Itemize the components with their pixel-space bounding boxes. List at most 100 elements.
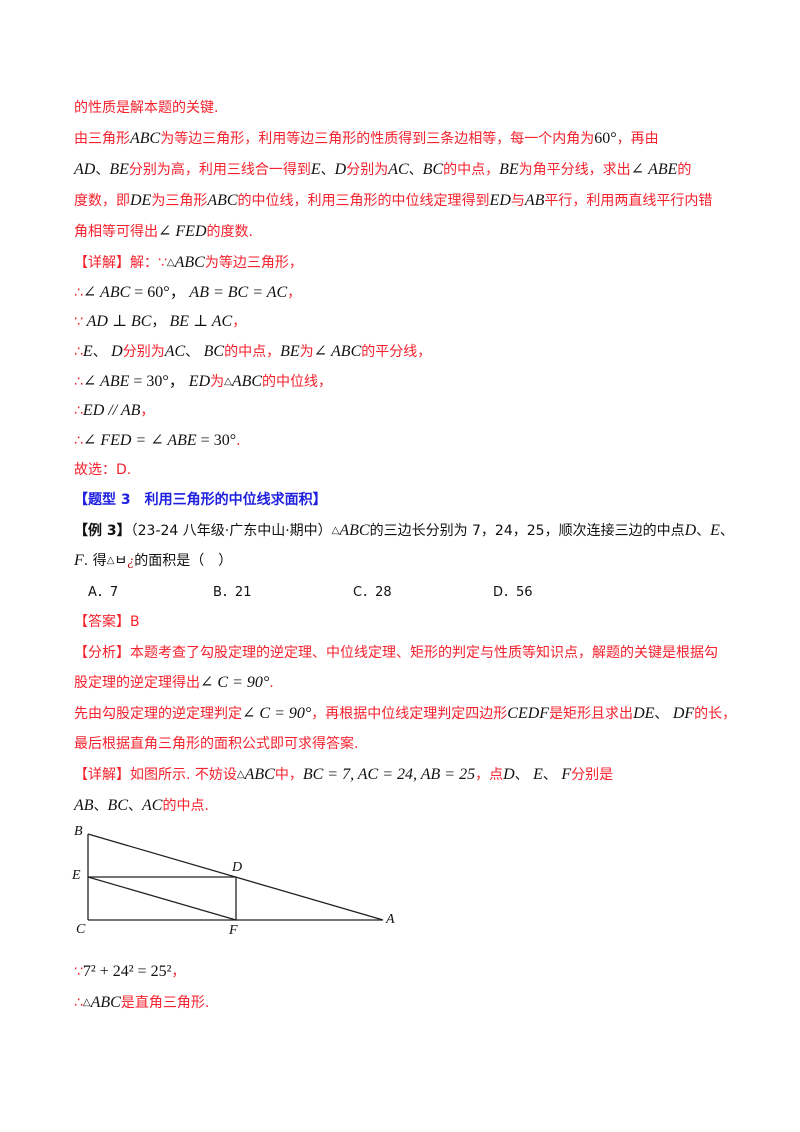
option-b[interactable]: B．21 — [213, 585, 252, 600]
text-line: 【例 3】（23-24 八年级·广东中山·期中）△ABC的三边长分别为 7，24… — [74, 521, 734, 541]
math-expression: ∠ ABE — [82, 373, 130, 390]
text-line: AD、BE分别为高，利用三线合一得到E、D分别为AC、BC的中点，BE为角平分线… — [74, 160, 691, 180]
text-segment: 、 — [514, 767, 534, 783]
math-expression: AB = BC = AC — [185, 284, 288, 301]
text-segment: 分别为 — [346, 162, 389, 178]
text-segment: ， — [232, 314, 247, 330]
text-segment: 中， — [274, 767, 303, 783]
text-segment: 、 — [654, 706, 673, 722]
text-segment: 【分析】本题考查了勾股定理的逆定理、中位线定理、矩形的判定与性质等知识点，解题的… — [74, 645, 718, 661]
text-segment: ∵ — [74, 964, 83, 980]
text-segment: 、 — [93, 798, 108, 814]
text-segment: 【例 3】 — [74, 523, 131, 539]
math-expression: AB — [524, 192, 545, 209]
text-segment: 与 — [510, 193, 525, 209]
text-line: 度数，即DE为三角形ABC的中位线，利用三角形的中位线定理得到ED与AB平行，利… — [74, 191, 712, 211]
option-a[interactable]: A．7 — [88, 585, 119, 600]
text-segment: ∴ — [74, 374, 83, 390]
text-segment: 是矩形且求出 — [549, 706, 634, 722]
math-expression: ED — [489, 192, 511, 209]
text-segment: 先由勾股定理的逆定理判定 — [74, 706, 242, 722]
math-expression: AC — [388, 161, 409, 178]
text-segment: 的中位线，利用三角形的中位线定理得到 — [237, 193, 490, 209]
text-segment: 、 — [128, 798, 142, 814]
text-segment: 的 — [677, 162, 692, 178]
option-d[interactable]: D．56 — [493, 585, 533, 600]
text-segment: 、 — [408, 162, 423, 178]
math-expression: E — [710, 522, 720, 539]
text-line: 故选：D. — [74, 460, 131, 480]
text-segment: ∴ — [74, 995, 83, 1011]
text-segment: ，点 — [475, 767, 504, 783]
text-segment: 的平分线， — [361, 344, 432, 360]
text-segment: ， — [171, 964, 186, 980]
text-segment: ∴ — [74, 344, 83, 360]
text-line: ∵7² + 24² = 25²， — [74, 962, 185, 982]
text-segment: 、 — [185, 344, 204, 360]
math-expression: E — [310, 161, 321, 178]
math-expression: BC — [422, 161, 444, 178]
text-segment: 的三边长分别为 7，24，25，顺次连接三边的中点 — [369, 523, 685, 539]
math-expression: BE — [499, 161, 519, 178]
text-line: ∴ED // AB， — [74, 401, 154, 421]
math-expression: D — [503, 766, 515, 783]
text-segment: 60° — [594, 130, 617, 147]
text-line: ∴∠ ABC = 60°， AB = BC = AC， — [74, 283, 301, 303]
text-segment: 分别为高，利用三线合一得到 — [128, 162, 311, 178]
text-line: 【题型 3 利用三角形的中位线求面积】 — [74, 490, 327, 510]
text-segment: 股定理的逆定理得出 — [74, 675, 200, 691]
text-segment: 最后根据直角三角形的面积公式即可求得答案. — [74, 736, 359, 752]
text-segment: 的性质是解本题的关键. — [74, 100, 219, 116]
triangle-figure — [87, 833, 384, 921]
text-line: 【分析】本题考查了勾股定理的逆定理、中位线定理、矩形的判定与性质等知识点，解题的… — [74, 643, 718, 663]
math-expression: D — [111, 343, 123, 360]
text-segment: ∵ — [74, 314, 83, 330]
math-expression: ABC — [231, 373, 263, 390]
text-line: 股定理的逆定理得出∠ C = 90°. — [74, 673, 274, 693]
math-expression: AC — [142, 797, 163, 814]
text-segment: 【答案】B — [74, 614, 140, 630]
text-segment: 为角平分线，求出 — [518, 162, 631, 178]
text-segment: 的中位线， — [262, 374, 333, 390]
text-segment: ，再根据中位线定理判定四边形 — [311, 706, 508, 722]
math-expression: ABC — [174, 254, 205, 271]
text-segment: 为 — [210, 374, 225, 390]
text-segment: 的度数. — [206, 224, 253, 240]
math-expression: BE ⊥ AC — [165, 313, 233, 330]
text-segment: ， — [140, 403, 155, 419]
text-segment: ¿ — [127, 554, 135, 569]
math-expression: ABC — [207, 192, 238, 209]
math-expression: BC — [107, 797, 128, 814]
text-line: F. 得△ㅂ¿的面积是（ ） — [74, 551, 232, 572]
math-expression: ∠ FED — [158, 223, 207, 240]
text-segment: △ — [82, 997, 91, 1008]
text-line: AB、BC、AC的中点. — [74, 796, 209, 816]
math-expression: ED — [184, 373, 211, 390]
text-segment: ， — [151, 314, 166, 330]
text-line: 先由勾股定理的逆定理判定∠ C = 90°，再根据中位线定理判定四边形CEDF是… — [74, 704, 736, 724]
text-segment: △ — [236, 769, 245, 780]
option-c[interactable]: C．28 — [353, 585, 392, 600]
text-segment: 的中点， — [224, 344, 281, 360]
text-segment: 、 — [320, 162, 335, 178]
text-segment: ㅂ — [114, 553, 128, 569]
math-expression: AB — [74, 797, 94, 814]
point-label-b: B — [74, 824, 83, 839]
math-expression: AD ⊥ BC — [82, 313, 152, 330]
text-segment: 【详解】解：∵ — [74, 255, 167, 271]
point-label-e: E — [72, 868, 81, 883]
text-line: 由三角形ABC为等边三角形，利用等边三角形的性质得到三条边相等，每一个内角为60… — [74, 129, 659, 149]
point-label-f: F — [229, 923, 238, 938]
text-segment: ∴ — [74, 433, 83, 449]
text-line: 【详解】解：∵△ABC为等边三角形， — [74, 253, 303, 273]
text-segment: 故选：D. — [74, 462, 132, 478]
text-segment: ∴ — [74, 403, 83, 419]
text-segment: 【题型 3 利用三角形的中位线求面积】 — [74, 492, 327, 508]
text-segment: = 30°， — [129, 373, 185, 390]
math-expression: DE — [130, 192, 152, 209]
math-expression: E — [82, 343, 93, 360]
text-segment: 【详解】如图所示. 不妨设 — [74, 767, 237, 783]
text-segment: ， — [287, 285, 302, 301]
text-line: 【详解】如图所示. 不妨设△ABC中，BC = 7, AC = 24, AB =… — [74, 765, 613, 785]
text-segment: △ — [331, 525, 340, 536]
